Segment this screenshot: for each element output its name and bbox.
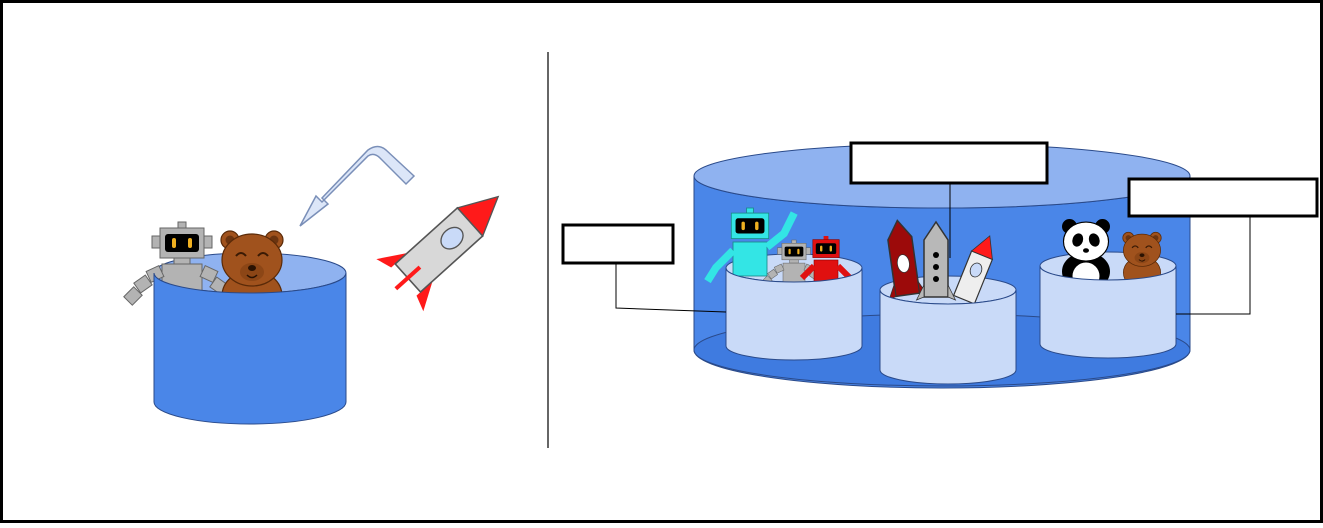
cyan-robot-icon [704,207,798,284]
callout-box-top [849,141,1049,185]
callout-line-left [615,264,727,313]
compartment-plush [1039,219,1177,359]
white-rocket-icon [952,235,994,305]
storage-bin [153,272,347,425]
compartment-robots [704,207,863,361]
left-panel [123,145,522,425]
callout-box-right [1127,177,1319,218]
bent-arrow-icon [299,145,416,227]
callout-line-right [1176,216,1251,315]
compartment-rockets [879,219,1017,385]
callout-box-left [561,223,675,265]
red-robot-icon [799,236,853,285]
right-panel [561,141,1319,389]
gray-rocket-icon [915,220,957,301]
dark-red-rocket-icon [887,219,929,302]
